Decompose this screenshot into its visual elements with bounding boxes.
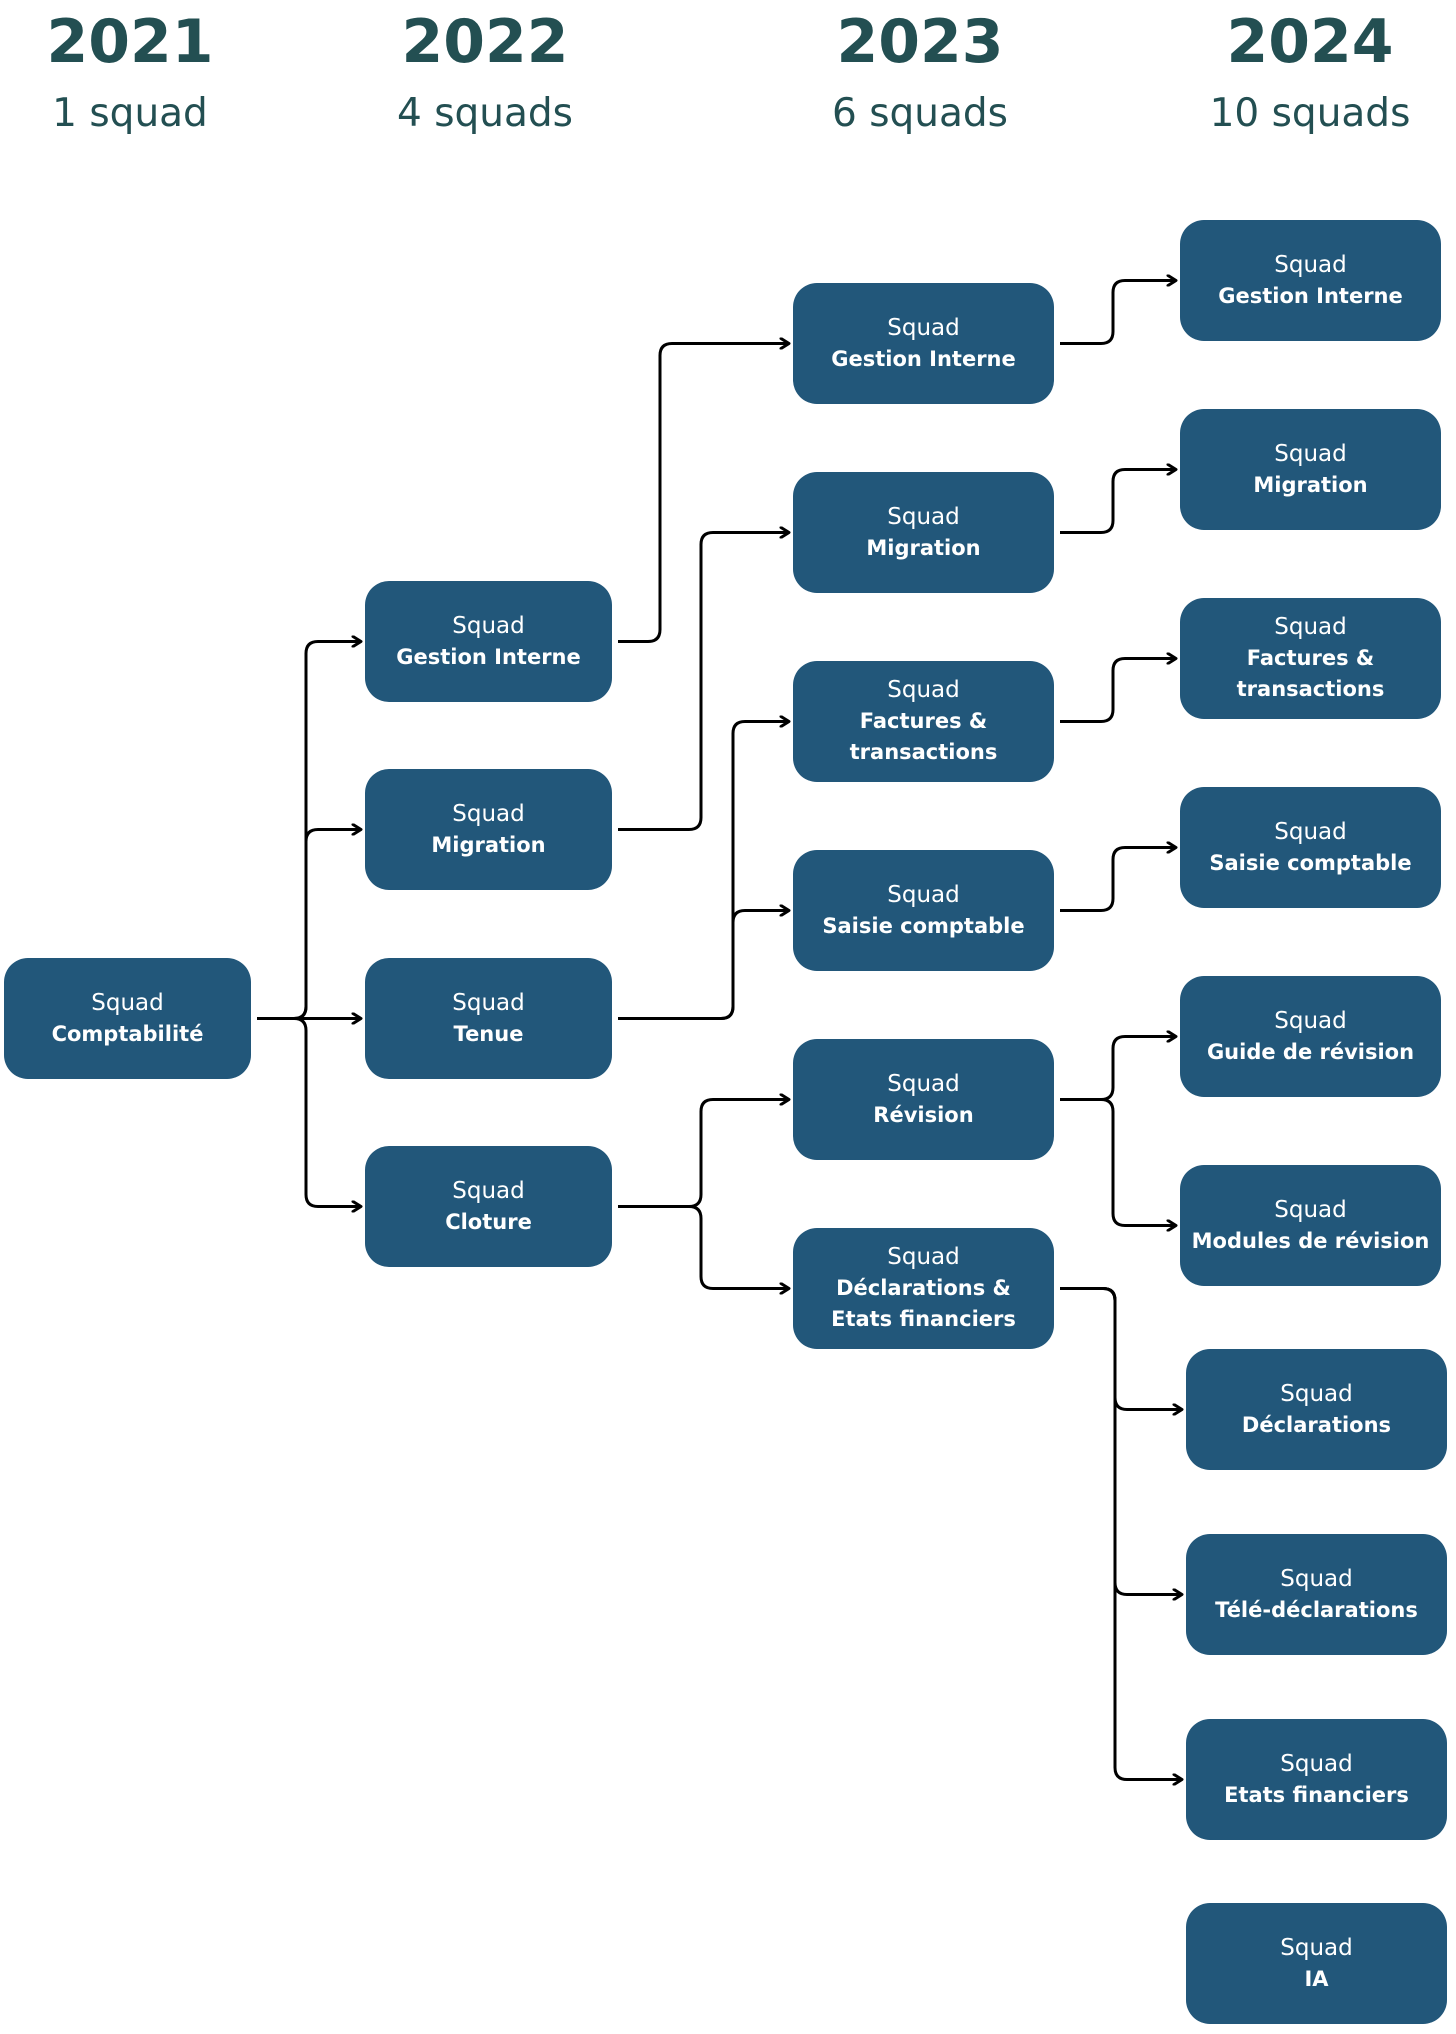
squad-migration-2023: Squad Migration: [793, 472, 1054, 593]
connector-arrow: [1060, 1287, 1182, 1410]
squad-name: Modules de révision: [1191, 1228, 1430, 1253]
squad-prefix: Squad: [1274, 1007, 1347, 1034]
connector-arrow: [1060, 281, 1176, 345]
squad-name: Gestion Interne: [1218, 283, 1403, 308]
squad-prefix: Squad: [887, 1070, 960, 1097]
squad-modules-de-revision-2024: Squad Modules de révision: [1180, 1165, 1441, 1286]
squad-prefix: Squad: [1274, 440, 1347, 467]
squad-prefix: Squad: [1280, 1380, 1353, 1407]
year-2024: 2024: [1226, 7, 1394, 77]
squad-etats-financiers-2024: Squad Etats financiers: [1186, 1719, 1447, 1840]
squad-gestion-interne-2022: Squad Gestion Interne: [365, 581, 612, 702]
squad-count-2021: 1 squad: [52, 91, 208, 136]
squad-name: Migration: [866, 535, 981, 560]
connector-arrow: [1060, 1287, 1182, 1595]
squad-migration-2024: Squad Migration: [1180, 409, 1441, 530]
squad-name: Factures & transactions: [1236, 646, 1385, 701]
squad-saisie-comptable-2024: Squad Saisie comptable: [1180, 787, 1441, 908]
connector-arrow: [618, 1100, 789, 1208]
squad-name: Cloture: [445, 1209, 532, 1234]
squad-tele-declarations-2024: Squad Télé-déclarations: [1186, 1534, 1447, 1655]
squad-saisie-comptable-2023: Squad Saisie comptable: [793, 850, 1054, 971]
squad-declarations-etats-financiers-2023: Squad Déclarations & Etats financiers: [793, 1228, 1054, 1349]
connector-arrow: [618, 722, 789, 1020]
connector-arrow: [618, 1205, 789, 1289]
squad-name: Révision: [873, 1102, 974, 1127]
squad-name: Déclarations: [1241, 1412, 1392, 1437]
squad-ia-2024: Squad IA: [1186, 1903, 1447, 2024]
squad-guide-de-revision-2024: Squad Guide de révision: [1180, 976, 1441, 1097]
squad-prefix: Squad: [452, 800, 525, 827]
squad-prefix: Squad: [1274, 614, 1347, 640]
squad-name: Tenue: [453, 1021, 524, 1046]
squad-cloture-2022: Squad Cloture: [365, 1146, 612, 1267]
squad-prefix: Squad: [887, 677, 960, 703]
squad-name: Télé-déclarations: [1215, 1597, 1418, 1622]
squad-name: Gestion Interne: [396, 644, 581, 669]
squad-prefix: Squad: [1280, 1934, 1353, 1961]
connector-arrow: [618, 533, 789, 831]
connector-arrow: [1060, 659, 1176, 723]
squad-name: Etats financiers: [1224, 1782, 1409, 1807]
squad-name: IA: [1304, 1966, 1329, 1991]
connector-arrow: [1060, 848, 1176, 912]
squad-declarations-2024: Squad Déclarations: [1186, 1349, 1447, 1470]
squad-comptabilite-2021: Squad Comptabilité: [4, 958, 251, 1079]
connector-arrow: [1060, 1037, 1176, 1101]
squad-tenue-2022: Squad Tenue: [365, 958, 612, 1079]
squad-name: Migration: [1253, 472, 1368, 497]
squad-prefix: Squad: [887, 314, 960, 341]
squad-name: Saisie comptable: [822, 913, 1025, 938]
squad-factures-transactions-2023: Squad Factures & transactions: [793, 661, 1054, 782]
squad-name: Déclarations & Etats financiers: [831, 1276, 1016, 1331]
connector-arrow: [1060, 1287, 1182, 1780]
squad-name: Migration: [431, 832, 546, 857]
squad-prefix: Squad: [1274, 251, 1347, 278]
squad-name: Gestion Interne: [831, 346, 1016, 371]
squad-prefix: Squad: [1274, 1196, 1347, 1223]
squad-prefix: Squad: [887, 1244, 960, 1270]
connector-arrow: [618, 911, 789, 1020]
squad-factures-transactions-2024: Squad Factures & transactions: [1180, 598, 1441, 719]
year-2023: 2023: [836, 7, 1004, 77]
squad-count-2024: 10 squads: [1209, 91, 1411, 136]
squad-prefix: Squad: [887, 881, 960, 908]
squad-migration-2022: Squad Migration: [365, 769, 612, 890]
squad-count-2022: 4 squads: [397, 91, 573, 136]
squad-name: Saisie comptable: [1209, 850, 1412, 875]
connector-arrow: [257, 830, 361, 1020]
squad-prefix: Squad: [1274, 818, 1347, 845]
year-2021: 2021: [46, 7, 214, 77]
connector-arrow: [1060, 470, 1176, 534]
year-2022: 2022: [401, 7, 569, 77]
squad-gestion-interne-2023: Squad Gestion Interne: [793, 283, 1054, 404]
squad-prefix: Squad: [1280, 1565, 1353, 1592]
squad-count-2023: 6 squads: [832, 91, 1008, 136]
squad-prefix: Squad: [887, 503, 960, 530]
squad-name: Guide de révision: [1206, 1039, 1415, 1064]
connector-arrow: [618, 344, 789, 643]
squad-gestion-interne-2024: Squad Gestion Interne: [1180, 220, 1441, 341]
squad-prefix: Squad: [452, 989, 525, 1016]
connector-arrow: [257, 1017, 361, 1207]
connector-arrow: [1060, 1098, 1176, 1226]
squad-prefix: Squad: [452, 612, 525, 639]
squad-revision-2023: Squad Révision: [793, 1039, 1054, 1160]
squad-name: Factures & transactions: [849, 709, 998, 764]
squad-name: Comptabilité: [51, 1021, 204, 1046]
squad-prefix: Squad: [91, 989, 164, 1016]
squad-prefix: Squad: [1280, 1750, 1353, 1777]
squad-prefix: Squad: [452, 1177, 525, 1204]
